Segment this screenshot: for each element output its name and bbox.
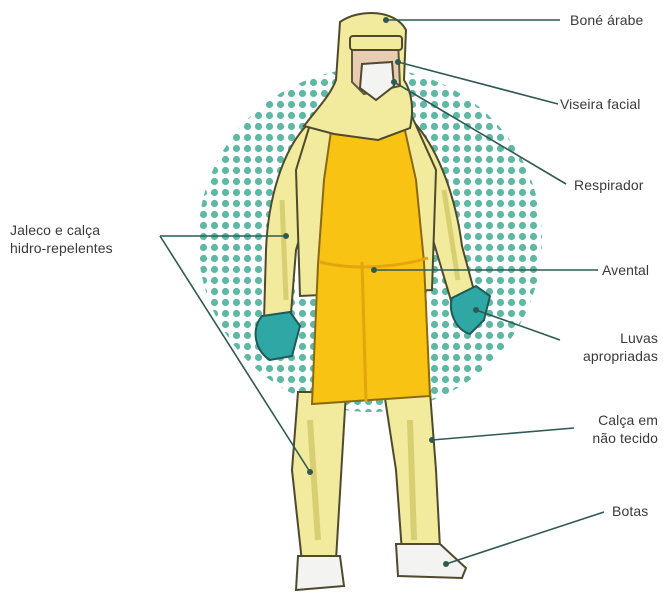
label-botas: Botas — [612, 502, 648, 520]
label-jaleco-calca: Jaleco e calça hidro-repelentes — [10, 221, 113, 257]
label-luvas-line2: apropriadas — [583, 347, 658, 365]
label-luvas-line1: Luvas — [583, 329, 658, 347]
label-calca-line1: Calça em — [592, 411, 658, 429]
label-jaleco-line2: hidro-repelentes — [10, 239, 113, 257]
trousers — [292, 392, 440, 562]
label-calca-line2: não tecido — [592, 429, 658, 447]
label-calca-nao-tecido: Calça em não tecido — [592, 411, 658, 447]
label-bone-arabe: Boné árabe — [570, 11, 643, 29]
label-jaleco-line1: Jaleco e calça — [10, 221, 113, 239]
label-viseira-facial: Viseira facial — [560, 95, 641, 113]
label-avental: Avental — [602, 261, 649, 279]
label-luvas: Luvas apropriadas — [583, 329, 658, 365]
label-respirador: Respirador — [574, 176, 643, 194]
